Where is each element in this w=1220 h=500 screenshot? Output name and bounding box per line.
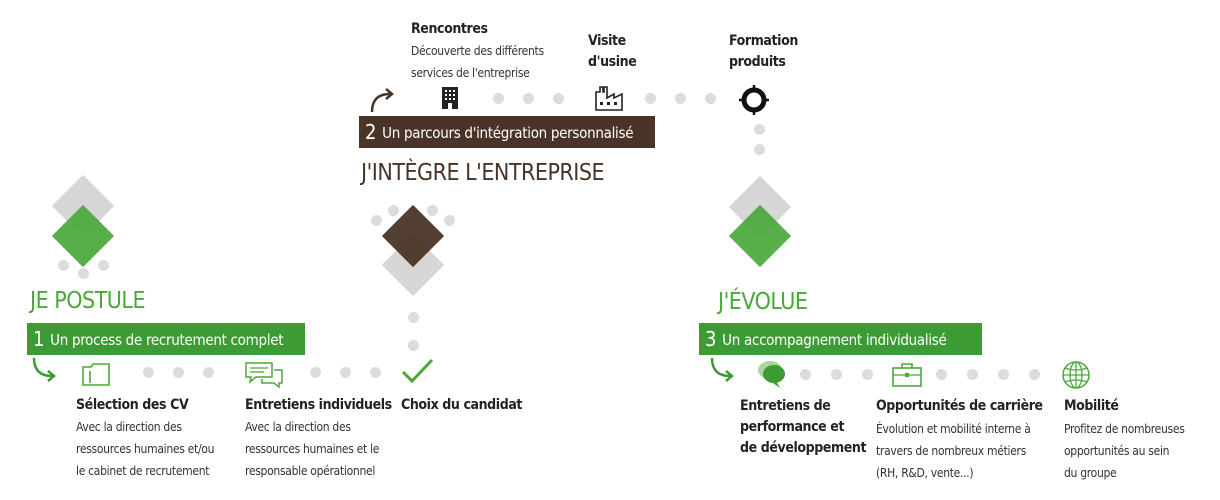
item-label: Rencontres (411, 21, 488, 37)
step-number: 1 (33, 327, 45, 351)
speech-bubble-icon (758, 361, 785, 388)
item-description: Avec la direction des ressources humaine… (76, 420, 215, 478)
banner-text: Un parcours d'intégration personnalisé (382, 124, 634, 142)
curved-arrow-icon (370, 88, 394, 113)
connector-dot (831, 369, 842, 380)
connector-dot (553, 93, 564, 104)
connector-dot (754, 144, 765, 155)
ring-icon (739, 85, 769, 115)
connector-dot (58, 260, 69, 271)
factory-icon (595, 86, 623, 111)
connector-dot (800, 369, 811, 380)
connector-dot (493, 93, 504, 104)
item-label: Visite d'usine (588, 33, 637, 70)
connector-dot (78, 268, 89, 279)
connector-dot (936, 369, 947, 380)
connector-dot (967, 369, 978, 380)
section-title-integre: J'INTÈGRE L'ENTREPRISE (361, 160, 605, 186)
item-description: Profitez de nombreuses opportunités au s… (1064, 422, 1185, 480)
connector-dot (388, 205, 399, 216)
item-label: Opportunités de carrière (876, 398, 1043, 414)
item-label: Formation produits (729, 33, 798, 70)
connector-dot (1029, 369, 1040, 380)
connector-dot (310, 367, 321, 378)
chat-bubbles-icon (245, 362, 283, 389)
step-number: 3 (705, 327, 717, 351)
checkmark-icon (401, 358, 434, 384)
item-description: Avec la direction des ressources humaine… (245, 420, 380, 478)
item-label: Choix du candidat (401, 397, 523, 413)
banner-text: Un accompagnement individualisé (722, 331, 947, 349)
item-label: Entretiens individuels (245, 397, 392, 413)
connector-dot (754, 124, 765, 135)
item-label: Entretiens de performance et de développ… (740, 398, 867, 456)
connector-dot (340, 367, 351, 378)
item-description: Découverte des différents services de l'… (411, 44, 544, 80)
item-description: Évolution et mobilité interne à travers … (876, 422, 1031, 480)
connector-dot (173, 367, 184, 378)
connector-dot (98, 260, 109, 271)
briefcase-icon (892, 363, 922, 387)
connector-dot (444, 215, 455, 226)
step-banner-2: 2 Un parcours d'intégration personnalisé (359, 116, 655, 148)
section-title-postule: JE POSTULE (30, 288, 146, 314)
folder-icon (82, 363, 110, 386)
section-title-evolue: J'ÉVOLUE (718, 289, 808, 315)
item-label: Mobilité (1064, 398, 1119, 414)
connector-dot (862, 369, 873, 380)
step-banner-3: 3 Un accompagnement individualisé (699, 323, 982, 355)
building-icon (442, 87, 458, 109)
connector-dot (371, 215, 382, 226)
connector-dot (675, 93, 686, 104)
connector-dot (370, 367, 381, 378)
connector-dot (143, 367, 154, 378)
item-label: Sélection des CV (76, 397, 189, 413)
connector-dot (523, 93, 534, 104)
connector-dot (427, 205, 438, 216)
connector-dot (408, 312, 419, 323)
connector-dot (408, 340, 419, 351)
globe-icon (1062, 361, 1090, 389)
connector-dot (203, 367, 214, 378)
step-banner-1: 1 Un process de recrutement complet (27, 323, 305, 355)
step-number: 2 (365, 120, 377, 144)
curved-arrow-icon (32, 357, 56, 382)
connector-dot (998, 369, 1009, 380)
connector-dot (705, 93, 716, 104)
curved-arrow-icon (710, 357, 734, 382)
connector-dot (645, 93, 656, 104)
banner-text: Un process de recrutement complet (50, 331, 284, 349)
